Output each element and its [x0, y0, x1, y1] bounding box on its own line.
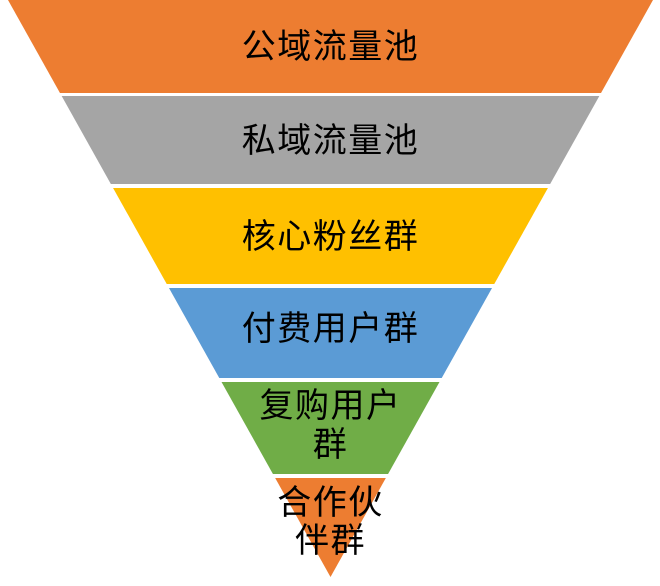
pyramid-level-2: 私域流量池	[61, 96, 600, 184]
pyramid-level-3: 核心粉丝群	[113, 188, 548, 284]
pyramid-level-6-shape	[275, 478, 386, 577]
pyramid-level-4-label: 付费用户群	[242, 310, 420, 348]
pyramid-level-1-label: 公域流量池	[242, 28, 420, 66]
pyramid-level-4: 付费用户群	[168, 288, 493, 378]
pyramid-level-4-shape	[168, 288, 493, 378]
pyramid-level-1: 公域流量池	[8, 0, 653, 93]
pyramid-level-3-shape	[113, 188, 548, 284]
pyramid-level-2-label: 私域流量池	[242, 122, 420, 160]
pyramid-level-6: 合作伙伴群	[275, 478, 386, 577]
pyramid-level-3-label: 核心粉丝群	[242, 218, 420, 256]
pyramid-level-5-label: 复购用户群	[260, 387, 402, 464]
pyramid-level-1-shape	[8, 0, 653, 93]
pyramid-level-5-shape	[221, 382, 440, 474]
pyramid-level-6-label: 合作伙伴群	[277, 484, 384, 560]
pyramid-level-5: 复购用户群	[221, 382, 440, 474]
pyramid-level-2-shape	[61, 96, 600, 184]
